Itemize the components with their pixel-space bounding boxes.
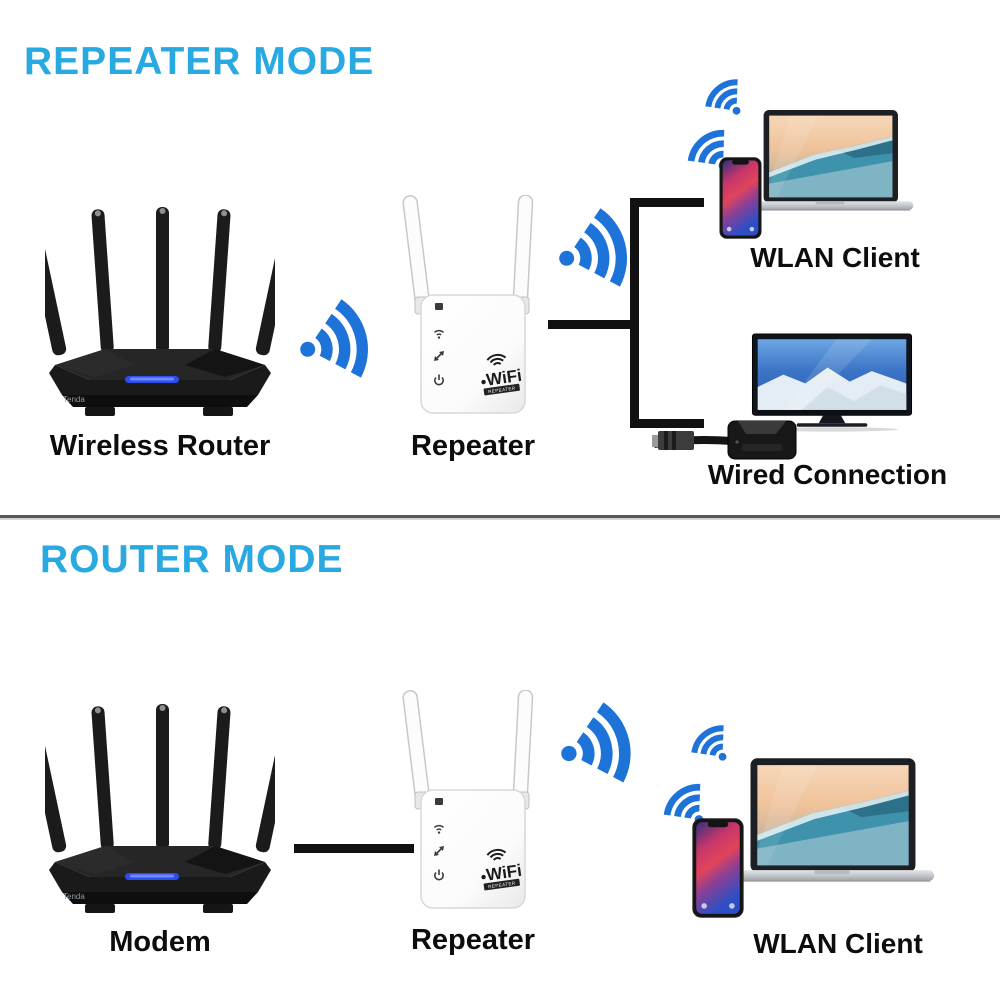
- wifi-signal-icon: [288, 288, 395, 395]
- repeater-mode-title: REPEATER MODE: [24, 40, 375, 83]
- connector-top-arm-line: [630, 198, 704, 207]
- wireless-router-device: [45, 203, 275, 423]
- repeater-device: [398, 690, 548, 915]
- repeater-device: [398, 195, 548, 420]
- wlan-client-label: WLAN Client: [750, 242, 920, 273]
- modem-repeater-wire-line: [294, 844, 414, 853]
- repeater-label: Repeater: [410, 924, 536, 956]
- connector-stem-line: [548, 320, 634, 329]
- connector-bottom-arm-line: [630, 419, 704, 428]
- wlan-client-laptop: [742, 110, 918, 218]
- connector-vertical-line: [630, 198, 639, 428]
- wired-connection-adapter: [652, 418, 802, 462]
- router-mode-title: ROUTER MODE: [40, 538, 344, 581]
- repeater-mode-section: REPEATER MODE Wireless Router Repeater W…: [24, 40, 948, 490]
- wlan-client-laptop: [724, 758, 940, 891]
- router-mode-section: ROUTER MODE Modem Repeater WLAN Client: [0, 520, 1000, 1000]
- modem-device: [45, 700, 275, 920]
- wired-connection-label: Wired Connection: [707, 459, 948, 490]
- modem-label: Modem: [109, 926, 211, 958]
- wireless-router-label: Wireless Router: [49, 430, 271, 462]
- wifi-signal-icon: [548, 690, 657, 799]
- wlan-client-phone: [719, 157, 762, 239]
- wlan-client-phone: [692, 818, 744, 918]
- wlan-client-label: WLAN Client: [753, 928, 923, 959]
- section-divider: [0, 515, 1000, 520]
- repeater-label: Repeater: [410, 430, 536, 462]
